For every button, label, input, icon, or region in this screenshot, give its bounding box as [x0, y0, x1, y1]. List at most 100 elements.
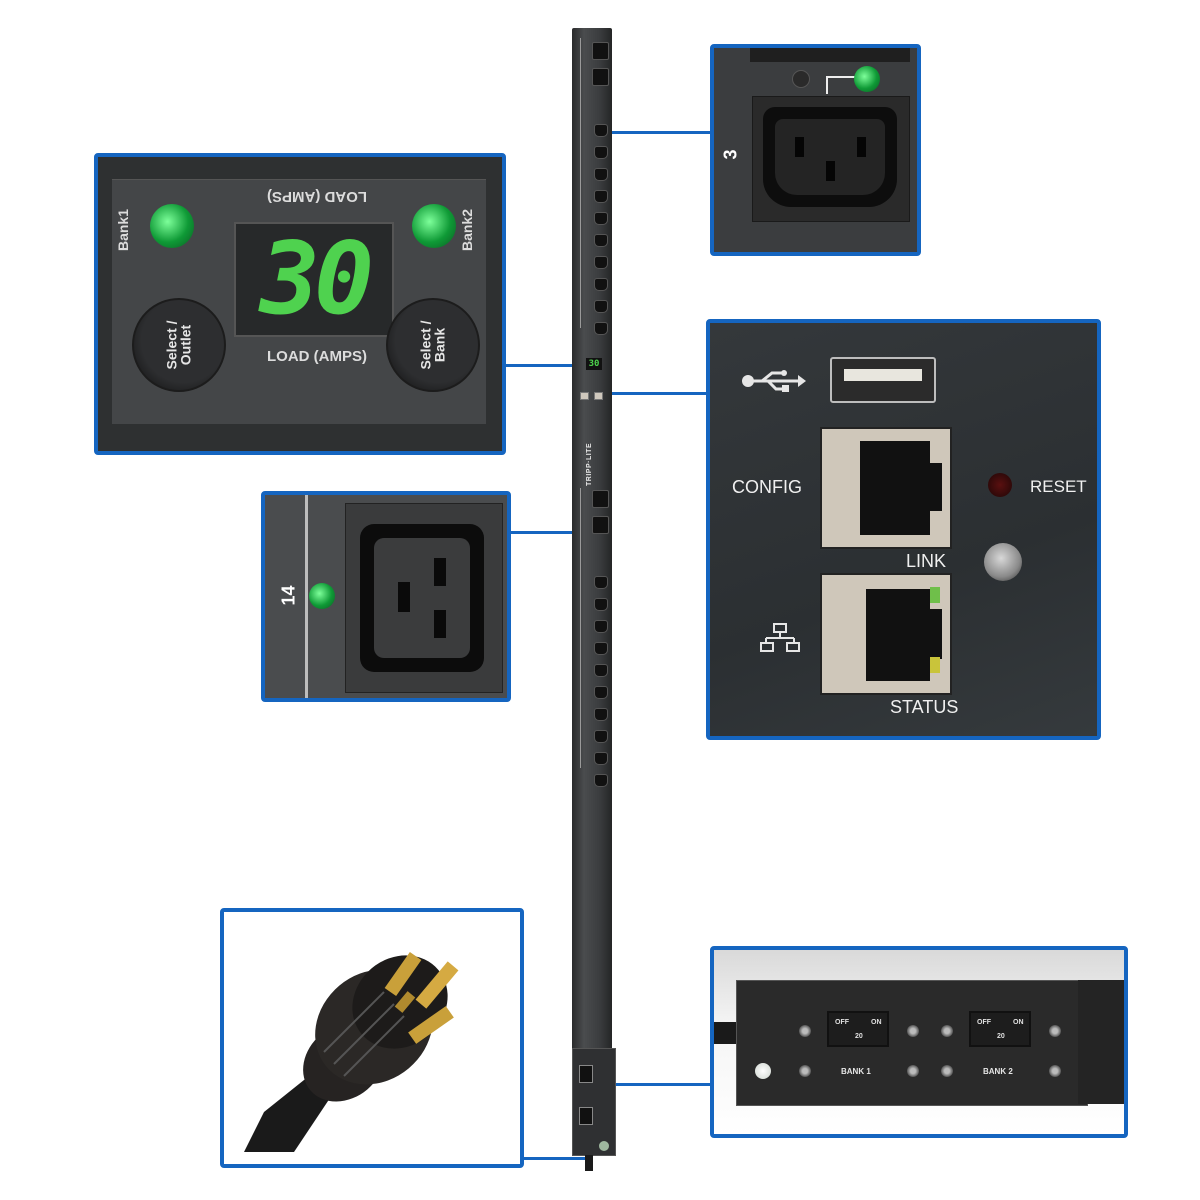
outlet-c13: [594, 620, 608, 633]
callout-outlet-c19: 14: [261, 491, 511, 702]
twist-lock-plug-image: [244, 951, 459, 1152]
upper-outlet-edge: [750, 48, 910, 62]
load-label: LOAD (AMPS): [267, 348, 367, 365]
outlet-c13: [594, 642, 608, 655]
bank1-led: [150, 204, 194, 248]
outlet-c13: [594, 168, 608, 181]
outlet-c13: [594, 300, 608, 313]
pin-slot: [795, 137, 804, 157]
reset-label: RESET: [1030, 477, 1087, 496]
mini-config-port: [580, 392, 589, 400]
network-port[interactable]: [820, 573, 952, 695]
config-port[interactable]: [820, 427, 952, 549]
outlet-c13: [594, 190, 608, 203]
bank-line: [305, 495, 308, 698]
connector-outlet-c19: [508, 531, 574, 534]
mini-breaker-switch[interactable]: [579, 1065, 593, 1083]
outlet-c13: [594, 708, 608, 721]
outlet-c13: [594, 146, 608, 159]
outlet-c13: [594, 322, 608, 335]
bank-divider-line: [580, 488, 581, 768]
connector-outlet-c13: [612, 131, 712, 134]
screw: [907, 1025, 919, 1037]
c19-receptacle: [345, 503, 503, 693]
outlet-c13: [594, 686, 608, 699]
status-label: STATUS: [890, 697, 959, 717]
outlet-c13: [594, 752, 608, 765]
connector-input-plug: [520, 1157, 586, 1160]
ground-screw: [755, 1063, 771, 1079]
bank2-led: [412, 204, 456, 248]
screw: [799, 1065, 811, 1077]
link-status-led: [984, 543, 1022, 581]
breaker-panel: OFF 20 ON BANK 1 OFF 20 ON BANK 2: [736, 980, 1088, 1106]
screw: [907, 1065, 919, 1077]
bank2-label: Bank2: [459, 208, 476, 252]
ground-screw: [599, 1141, 609, 1151]
bank2-label: BANK 2: [983, 1067, 1013, 1076]
outlet-c19: [592, 68, 609, 86]
outlet-c13: [594, 576, 608, 589]
pdu-body-extension: [1078, 980, 1124, 1104]
outlet-status-led: [854, 66, 880, 92]
select-outlet-button[interactable]: Select / Outlet: [132, 298, 226, 392]
callout-breaker-panel: OFF 20 ON BANK 1 OFF 20 ON BANK 2: [710, 946, 1128, 1138]
usb-icon: [742, 369, 806, 393]
outlet-c13: [594, 278, 608, 291]
pin-slot: [434, 610, 446, 638]
outlet-c19: [592, 42, 609, 60]
bank1-label: BANK 1: [841, 1067, 871, 1076]
screw: [941, 1065, 953, 1077]
load-amps-display: 30: [234, 222, 394, 337]
pdu-strip: 30 TRIPP·LITE: [572, 28, 616, 1156]
bank1-breaker-switch[interactable]: OFF 20 ON: [827, 1011, 889, 1047]
activity-led: [930, 657, 940, 673]
outlet-c13: [594, 774, 608, 787]
outlet-status-led: [309, 583, 335, 609]
indicator-hole: [792, 70, 810, 88]
link-led: [930, 587, 940, 603]
pin-slot: [398, 582, 410, 612]
mini-load-display: 30: [586, 358, 602, 370]
callout-outlet-c13: 3: [710, 44, 921, 256]
connector-load-display: [504, 364, 574, 367]
c13-receptacle: [752, 96, 910, 222]
link-label: LINK: [906, 551, 947, 571]
screw: [1049, 1025, 1061, 1037]
callout-network-panel: CONFIG RESET LINK STATUS: [706, 319, 1101, 740]
bank-divider-line: [580, 38, 581, 328]
connector-breaker-panel: [612, 1083, 714, 1086]
outlet-number: 14: [278, 585, 299, 606]
outlet-c13: [594, 664, 608, 677]
mini-network-port: [594, 392, 603, 400]
bracket-line: [826, 76, 858, 94]
outlet-number: 3: [720, 149, 741, 160]
pin-slot: [857, 137, 866, 157]
outlet-c19: [592, 516, 609, 534]
outlet-c13: [594, 730, 608, 743]
bank1-label: Bank1: [115, 208, 132, 252]
mini-breaker-box: [572, 1048, 616, 1156]
screw: [941, 1025, 953, 1037]
reset-button[interactable]: [988, 473, 1012, 497]
pin-slot: [434, 558, 446, 586]
network-icon: [760, 623, 800, 653]
screw: [799, 1025, 811, 1037]
pin-slot: [826, 161, 835, 181]
bank2-breaker-switch[interactable]: OFF 20 ON: [969, 1011, 1031, 1047]
mini-breaker-switch[interactable]: [579, 1107, 593, 1125]
config-label: CONFIG: [732, 477, 802, 497]
select-bank-button[interactable]: Select / Bank: [386, 298, 480, 392]
callout-input-plug: [220, 908, 524, 1168]
outlet-c19: [592, 490, 609, 508]
outlet-c13: [594, 598, 608, 611]
callout-load-display: LOAD (AMPS) Bank1 30 Bank2 Select / Outl…: [94, 153, 506, 455]
outlet-c13: [594, 212, 608, 225]
usb-port[interactable]: [830, 357, 936, 403]
connector-network-panel: [612, 392, 708, 395]
outlet-c13: [594, 256, 608, 269]
brand-logo: TRIPP·LITE: [586, 442, 593, 486]
outlet-c13: [594, 234, 608, 247]
display-panel: LOAD (AMPS) Bank1 30 Bank2 Select / Outl…: [112, 179, 486, 424]
power-cord-stub: [585, 1155, 593, 1171]
